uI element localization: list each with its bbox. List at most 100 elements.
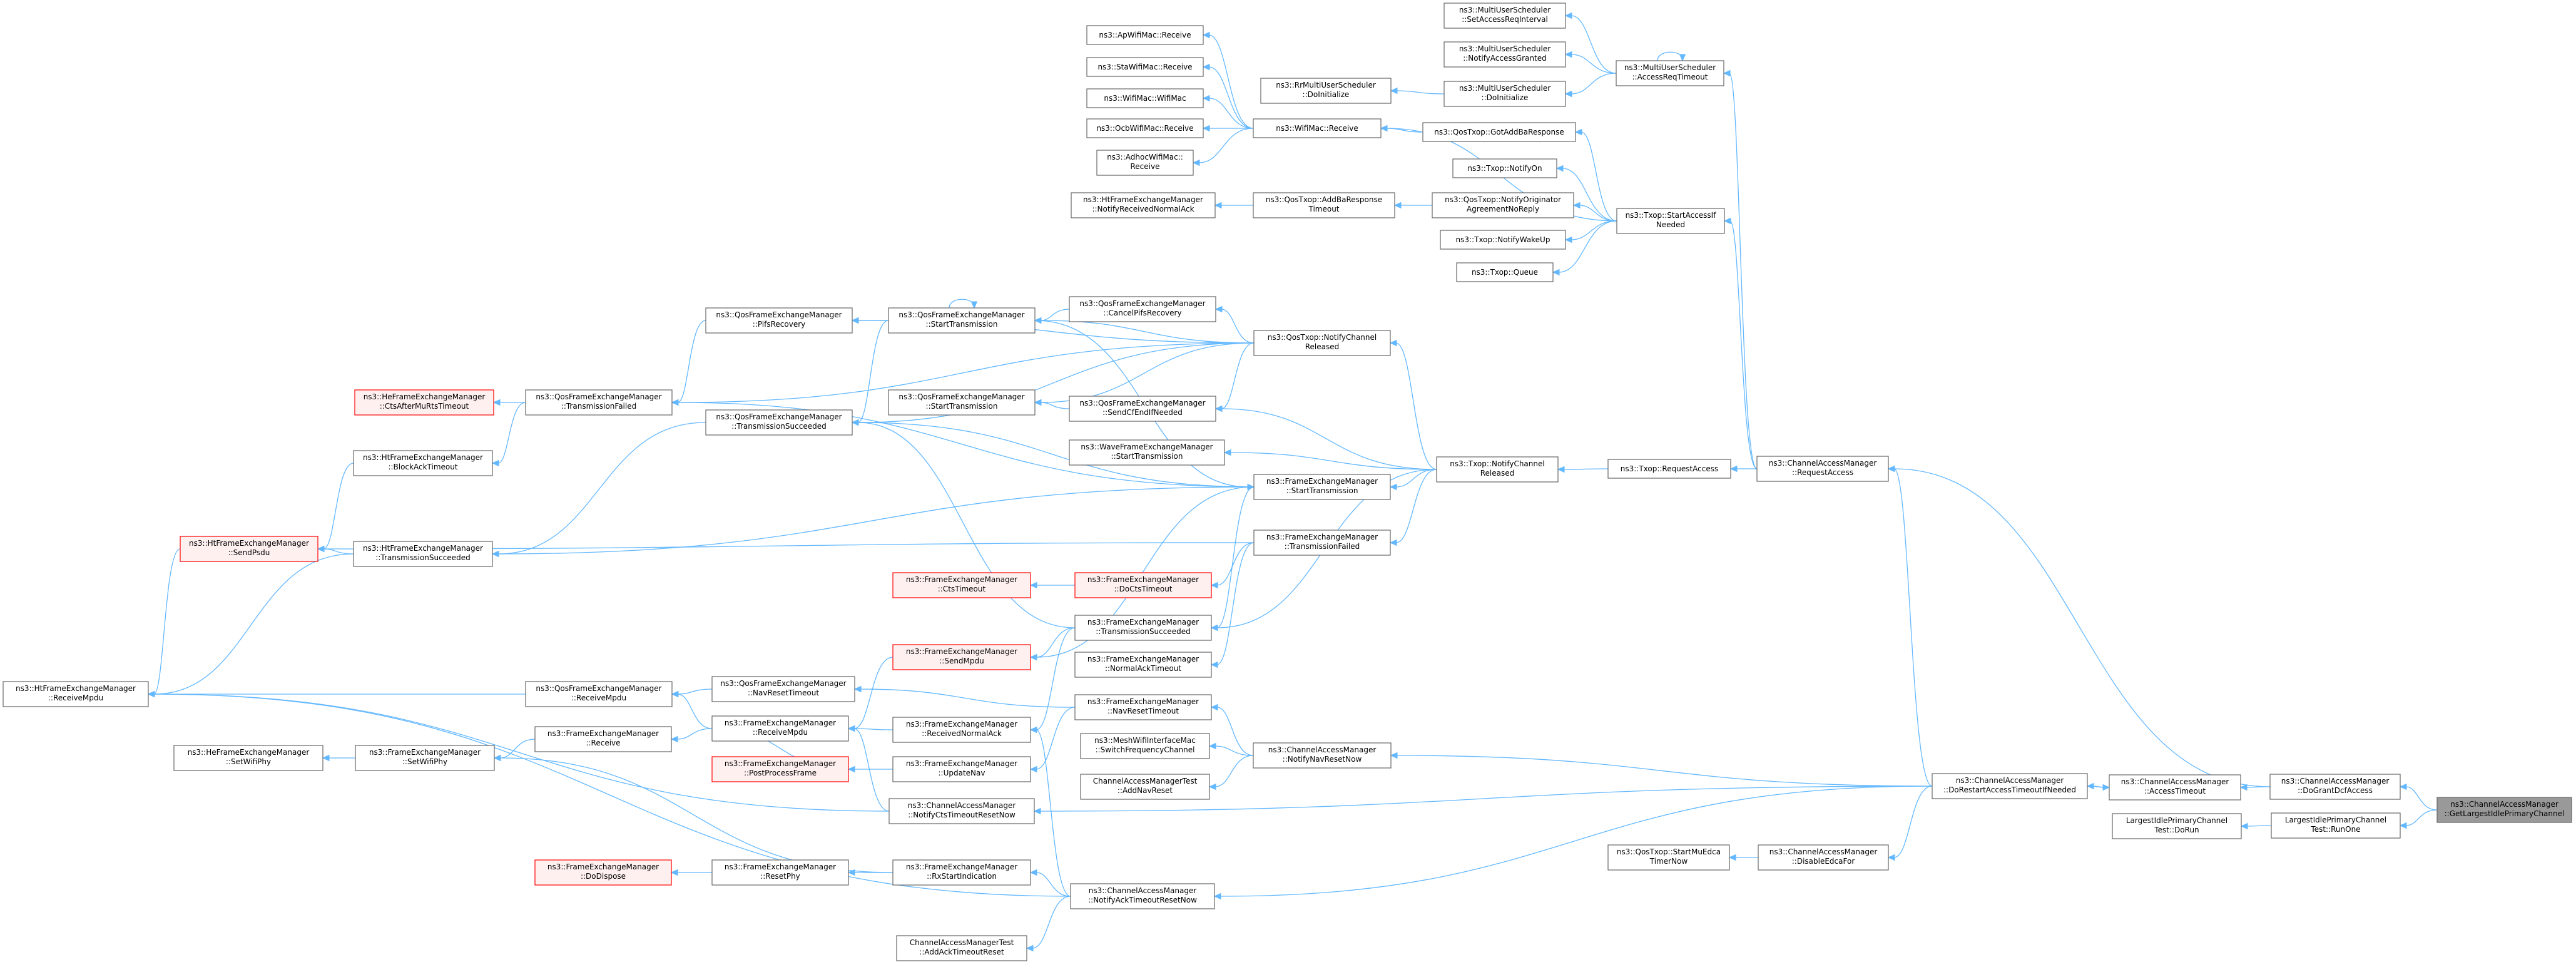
node-hectsafter[interactable]: ns3::HeFrameExchangeManager::CtsAfterMuR… [354, 389, 494, 416]
node-wifimacctor[interactable]: ns3::WifiMac::WifiMac [1086, 88, 1204, 108]
edge-line [1395, 469, 1437, 488]
edge-fesendmpdu-to-fereceivempdu [847, 657, 893, 732]
node-hesetwifiphy[interactable]: ns3::HeFrameExchangeManager::SetWifiPhy [173, 745, 323, 771]
edge-line [1562, 168, 1617, 222]
node-label: ns3::FrameExchangeManager [1087, 618, 1199, 627]
node-fepostprocess[interactable]: ns3::FrameExchangeManager::PostProcessFr… [711, 756, 849, 782]
node-accesstimeout[interactable]: ns3::ChannelAccessManager::AccessTimeout [2109, 774, 2241, 801]
node-qoscancelpifs[interactable]: ns3::QosFrameExchangeManager::CancelPifs… [1069, 296, 1216, 322]
node-fetxsucc[interactable]: ns3::FrameExchangeManager::TransmissionS… [1074, 615, 1212, 641]
node-dorestart[interactable]: ns3::ChannelAccessManager::DoRestartAcce… [1932, 773, 2088, 799]
node-httxsucc[interactable]: ns3::HtFrameExchangeManager::Transmissio… [353, 541, 493, 567]
edge-disableedca-to-startmuedca [1728, 854, 1759, 861]
node-camnotifycts[interactable]: ns3::ChannelAccessManager::NotifyCtsTime… [888, 798, 1035, 824]
node-box [1069, 396, 1216, 422]
node-fesendmpdu[interactable]: ns3::FrameExchangeManager::SendMpdu [892, 644, 1031, 670]
node-qosstarttx2[interactable]: ns3::QosFrameExchangeManager::StartTrans… [888, 389, 1036, 416]
node-htnotifyrecvnormal[interactable]: ns3::HtFrameExchangeManager::NotifyRecei… [1071, 192, 1216, 218]
node-ferecvnormal[interactable]: ns3::FrameExchangeManager::ReceivedNorma… [892, 717, 1031, 743]
node-qosnotifyorig[interactable]: ns3::QosTxop::NotifyOriginatorAgreementN… [1432, 192, 1574, 218]
node-label: ::SwitchFrequencyChannel [1095, 745, 1194, 754]
node-getlargest[interactable]: ns3::ChannelAccessManager::GetLargestIdl… [2436, 797, 2572, 823]
node-qossendcfend[interactable]: ns3::QosFrameExchangeManager::SendCfEndI… [1069, 396, 1216, 422]
node-htsendpsdu[interactable]: ns3::HtFrameExchangeManager::SendPsdu [180, 536, 318, 562]
node-setaccessreq[interactable]: ns3::MultiUserScheduler::SetAccessReqInt… [1443, 3, 1566, 29]
node-wifimacrecv[interactable]: ns3::WifiMac::Receive [1253, 118, 1382, 138]
node-wavestarttx[interactable]: ns3::WaveFrameExchangeManager::StartTran… [1069, 439, 1225, 466]
node-box [1607, 844, 1730, 871]
node-qosstarttx[interactable]: ns3::QosFrameExchangeManager::StartTrans… [888, 307, 1036, 334]
node-muaccessreq[interactable]: ns3::MultiUserScheduler::AccessReqTimeou… [1616, 60, 1724, 86]
node-requestaccess[interactable]: ns3::ChannelAccessManager::RequestAccess [1756, 456, 1889, 482]
node-disableedca[interactable]: ns3::ChannelAccessManager::DisableEdcaFo… [1758, 844, 1889, 871]
edge-line [1040, 309, 1070, 321]
node-fedocts[interactable]: ns3::FrameExchangeManager::DoCtsTimeout [1074, 572, 1212, 598]
node-muinit[interactable]: ns3::MultiUserScheduler::DoInitialize [1443, 81, 1566, 107]
edge-muaccessreq-to-muinit [1564, 73, 1617, 98]
node-fereceivempdu[interactable]: ns3::FrameExchangeManager::ReceiveMpdu [711, 715, 849, 742]
node-notifyon[interactable]: ns3::Txop::NotifyOn [1452, 158, 1557, 178]
node-box [892, 859, 1031, 886]
edge-line [1395, 342, 1437, 470]
node-box [1616, 208, 1725, 234]
node-fectstimeout[interactable]: ns3::FrameExchangeManager::CtsTimeout [892, 572, 1031, 598]
node-apwifirecv[interactable]: ns3::ApWifiMac::Receive [1086, 25, 1204, 45]
node-qospifs[interactable]: ns3::QosFrameExchangeManager::PifsRecove… [705, 307, 853, 334]
node-htreceivempdu[interactable]: ns3::HtFrameExchangeManager::ReceiveMpdu [3, 681, 149, 707]
edge-line [1216, 542, 1255, 586]
node-festarttx[interactable]: ns3::FrameExchangeManager::StartTransmis… [1253, 474, 1391, 500]
edge-line [1229, 452, 1437, 470]
node-qosreceivempdu[interactable]: ns3::QosFrameExchangeManager::ReceiveMpd… [525, 681, 673, 707]
edge-line [323, 463, 354, 550]
node-feupdatenav[interactable]: ns3::FrameExchangeManager::UpdateNav [892, 756, 1031, 782]
edge-arrowhead [1202, 31, 1210, 39]
node-camtestaddnav[interactable]: ChannelAccessManagerTest::AddNavReset [1080, 774, 1210, 800]
node-notifyaccessgranted[interactable]: ns3::MultiUserScheduler::NotifyAccessGra… [1443, 41, 1566, 68]
edge-line [949, 299, 975, 309]
node-box [1086, 57, 1204, 77]
node-fedodispose[interactable]: ns3::FrameExchangeManager::DoDispose [534, 859, 672, 886]
node-ferxstart[interactable]: ns3::FrameExchangeManager::RxStartIndica… [892, 859, 1031, 886]
node-fesetwifiphy[interactable]: ns3::FrameExchangeManager::SetWifiPhy [355, 745, 495, 771]
node-fenormalack[interactable]: ns3::FrameExchangeManager::NormalAckTime… [1074, 652, 1212, 678]
node-htblockack[interactable]: ns3::HtFrameExchangeManager::BlockAckTim… [353, 450, 493, 476]
node-fenavreset[interactable]: ns3::FrameExchangeManager::NavResetTimeo… [1074, 694, 1212, 720]
node-stawifirecv[interactable]: ns3::StaWifiMac::Receive [1086, 57, 1204, 77]
node-label: ns3::AdhocWifiMac:: [1107, 153, 1183, 161]
node-notifywakeup[interactable]: ns3::Txop::NotifyWakeUp [1440, 230, 1566, 250]
node-box [1074, 652, 1212, 678]
node-dogrant[interactable]: ns3::ChannelAccessManager::DoGrantDcfAcc… [2269, 774, 2401, 800]
node-qostxfail[interactable]: ns3::QosFrameExchangeManager::Transmissi… [525, 389, 673, 416]
edge-line [1396, 755, 1933, 787]
edge-arrowhead [2399, 783, 2407, 791]
node-rrinit[interactable]: ns3::RrMultiUserScheduler::DoInitialize [1260, 78, 1392, 104]
node-fereceive[interactable]: ns3::FrameExchangeManager::Receive [534, 726, 672, 752]
node-ocbrecv[interactable]: ns3::OcbWifiMac::Receive [1086, 118, 1204, 138]
edge-line [153, 553, 354, 695]
node-label: ::TransmissionSucceeded [375, 553, 470, 562]
node-camnotifyack[interactable]: ns3::ChannelAccessManager::NotifyAckTime… [1070, 883, 1215, 909]
node-fetxfail[interactable]: ns3::FrameExchangeManager::TransmissionF… [1253, 530, 1391, 556]
node-txopreq[interactable]: ns3::Txop::RequestAccess [1607, 459, 1731, 479]
node-feresetphy[interactable]: ns3::FrameExchangeManager::ResetPhy [711, 859, 849, 886]
node-label: ::DoInitialize [1482, 93, 1529, 102]
edge-line [853, 728, 893, 730]
edge-arrowhead [1564, 90, 1572, 98]
node-label: ::StartTransmission [1111, 452, 1183, 461]
node-qosgotaddba[interactable]: ns3::QosTxop::GotAddBaResponse [1422, 122, 1576, 142]
node-qostxsucc[interactable]: ns3::QosFrameExchangeManager::Transmissi… [705, 409, 853, 436]
node-camtestaddack[interactable]: ChannelAccessManagerTest::AddAckTimeoutR… [896, 935, 1027, 961]
node-camnotifynav[interactable]: ns3::ChannelAccessManager::NotifyNavRese… [1253, 742, 1392, 769]
node-adhocrecv[interactable]: ns3::AdhocWifiMac::Receive [1096, 150, 1194, 176]
node-qosnavreset[interactable]: ns3::QosFrameExchangeManager::NavResetTi… [711, 676, 855, 702]
node-txopqueue[interactable]: ns3::Txop::Queue [1456, 262, 1554, 282]
node-meshswitch[interactable]: ns3::MeshWifiInterfaceMac::SwitchFrequen… [1080, 733, 1210, 759]
edge-txopstart-to-txopqueue [1552, 220, 1617, 276]
